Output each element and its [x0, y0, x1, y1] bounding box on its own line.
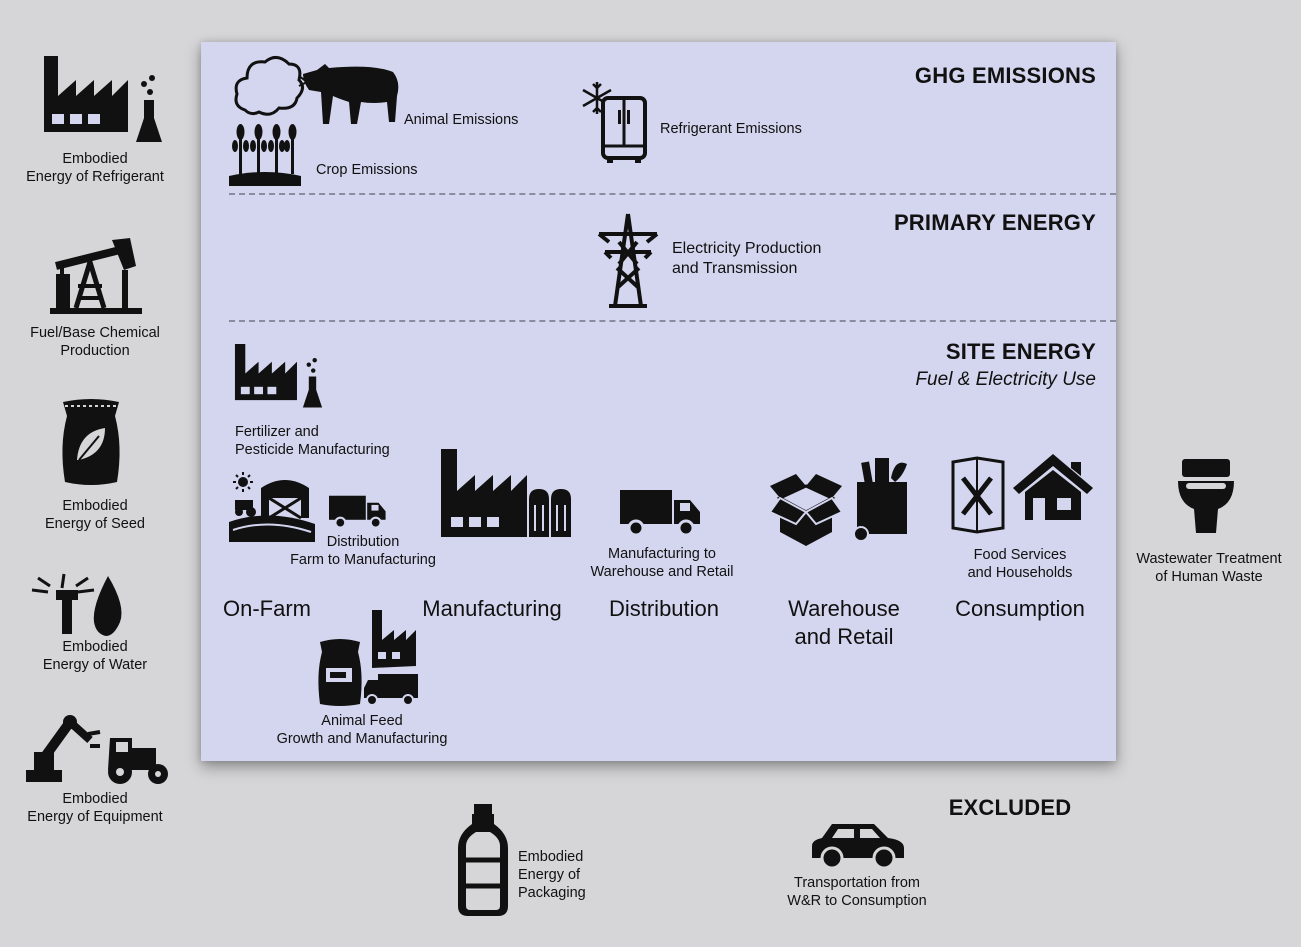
- divider-primary: [229, 320, 1116, 322]
- manufacturing-plant-icon: [441, 449, 571, 537]
- warehouse-box-icon: [768, 474, 844, 546]
- stage-consumption: Consumption: [955, 596, 1085, 621]
- grocery-bag-icon: [853, 458, 907, 542]
- divider-ghg: [229, 193, 1116, 195]
- distribution-truck-icon: [327, 494, 387, 529]
- stage-distribution: Distribution: [608, 596, 720, 621]
- cloud-cow-icon: [234, 56, 399, 124]
- fertilizer-factory-icon: [234, 343, 323, 408]
- delivery-truck-icon: [618, 488, 702, 537]
- stage-on-farm: On-Farm: [223, 596, 311, 621]
- refrigerator-icon: [582, 82, 647, 163]
- animal-emissions-label: Animal Emissions: [404, 112, 519, 128]
- primary-header: PRIMARY ENERGY: [893, 210, 1096, 235]
- crop-emissions-label: Crop Emissions: [316, 162, 418, 178]
- bottle-icon: [458, 804, 508, 916]
- site-header: SITE ENERGY: [945, 339, 1096, 364]
- transmission-tower-icon: [597, 213, 659, 308]
- farm-barn-icon: [229, 472, 315, 542]
- animal-feed-icon: [318, 610, 418, 706]
- excluded-header: EXCLUDED: [948, 795, 1072, 820]
- stage-manufacturing: Manufacturing: [422, 596, 562, 621]
- factory-icon: [44, 56, 162, 142]
- scope-panel: GHG EMISSIONS PRIMARY ENERGY SITE ENERGY…: [201, 42, 1116, 761]
- ghg-header: GHG EMISSIONS: [914, 63, 1096, 88]
- car-icon: [812, 824, 904, 870]
- house-icon: [1013, 454, 1093, 520]
- sprinkler-water-icon: [31, 573, 122, 636]
- toilet-icon: [1178, 459, 1234, 533]
- menu-utensils-icon: [951, 456, 1005, 534]
- refrigerant-emissions-label: Refrigerant Emissions: [660, 121, 802, 137]
- site-subheader: Fuel & Electricity Use: [915, 369, 1096, 390]
- wheat-crop-icon: [229, 124, 301, 186]
- seed-bag-icon: [62, 399, 120, 485]
- oil-pump-icon: [50, 238, 142, 314]
- robot-arm-tractor-icon: [26, 715, 168, 784]
